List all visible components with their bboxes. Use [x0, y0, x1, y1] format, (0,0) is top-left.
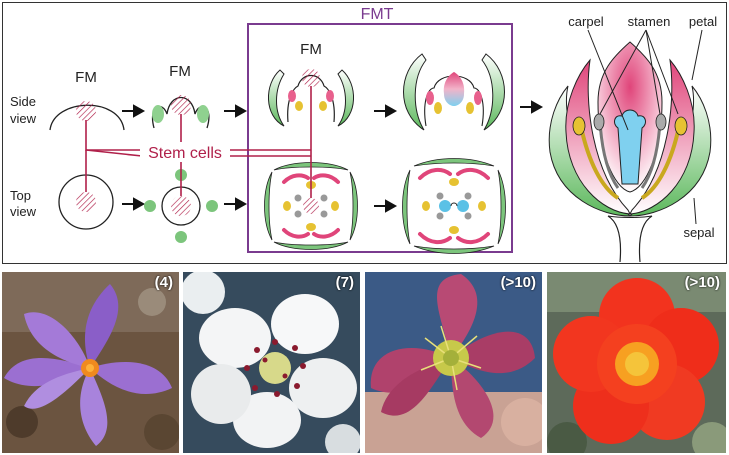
- fmt-side-petal-left: [288, 90, 296, 102]
- fmt-side-view-2: [403, 53, 505, 131]
- fmt-side-outer-sepal-left: [267, 69, 285, 127]
- arrow-top-2: [224, 197, 248, 211]
- fmt-frame: [247, 23, 513, 253]
- fm-label-stage1: FM: [75, 69, 97, 86]
- arrow-side-2: [224, 104, 248, 118]
- sepal-primordium-left: [152, 105, 164, 123]
- stem-cells-connectors: [85, 86, 312, 198]
- sepal-label: sepal: [683, 225, 714, 240]
- side-view-label-line1: Side: [10, 94, 36, 109]
- fm-stage2-top-stem-cells: [171, 196, 191, 216]
- portulaca-petal-count: (>10): [684, 274, 720, 291]
- sepal-bud-bottom: [175, 231, 187, 243]
- stem-cells-label-bg: [140, 142, 230, 162]
- side-view-label-line2: view: [10, 111, 37, 126]
- top-view-label-line1: Top: [10, 188, 31, 203]
- arrow-side-1: [122, 104, 146, 118]
- sepal-primordium-right: [197, 105, 209, 123]
- stem-cells-label: Stem cells: [148, 145, 222, 162]
- arrow-top-3: [374, 199, 398, 213]
- mature-flower: [548, 41, 712, 263]
- fm-stage2-stem-cells: [171, 95, 191, 115]
- floral-meristem-diagram: FMT Side view Top view FM FM FM: [2, 2, 727, 264]
- sepal-bud-left: [144, 200, 156, 212]
- photo-hellebore: (>10): [365, 272, 542, 453]
- top-view-label-line2: view: [10, 204, 37, 219]
- fmt-title: FMT: [361, 6, 394, 23]
- fm-label-stage3: FM: [300, 41, 322, 58]
- fmt-side-petal-right: [326, 90, 334, 102]
- fmt-top-view-2: [402, 158, 506, 254]
- fmt-top-view-1: [264, 162, 358, 250]
- arrow-top-1: [122, 197, 146, 211]
- photo-portulaca: (>10): [547, 272, 726, 453]
- fm-top-stem-cells: [76, 192, 96, 212]
- fmt-side-stem-cells: [302, 69, 320, 87]
- petal-label: petal: [689, 14, 717, 29]
- arrow-side-3: [374, 104, 398, 118]
- pear-petal-count: (7): [335, 274, 354, 291]
- fmt-side-stamen-right: [319, 101, 327, 111]
- photo-pear-blossom: (7): [183, 272, 360, 453]
- sepal-bud-right: [206, 200, 218, 212]
- fm-label-stage2: FM: [169, 63, 191, 80]
- photo-crocus: (4): [2, 272, 179, 453]
- carpel-label: carpel: [568, 14, 604, 29]
- fmt-side-stamen-left: [295, 101, 303, 111]
- arrow-to-flower: [520, 100, 544, 114]
- hellebore-petal-count: (>10): [500, 274, 536, 291]
- crocus-petal-count: (4): [154, 274, 173, 291]
- stamen-label: stamen: [628, 14, 671, 29]
- fm-side-stem-cells: [76, 101, 96, 121]
- flower-leader-lines: [587, 29, 703, 225]
- fmt-side-outer-sepal-right: [337, 69, 355, 127]
